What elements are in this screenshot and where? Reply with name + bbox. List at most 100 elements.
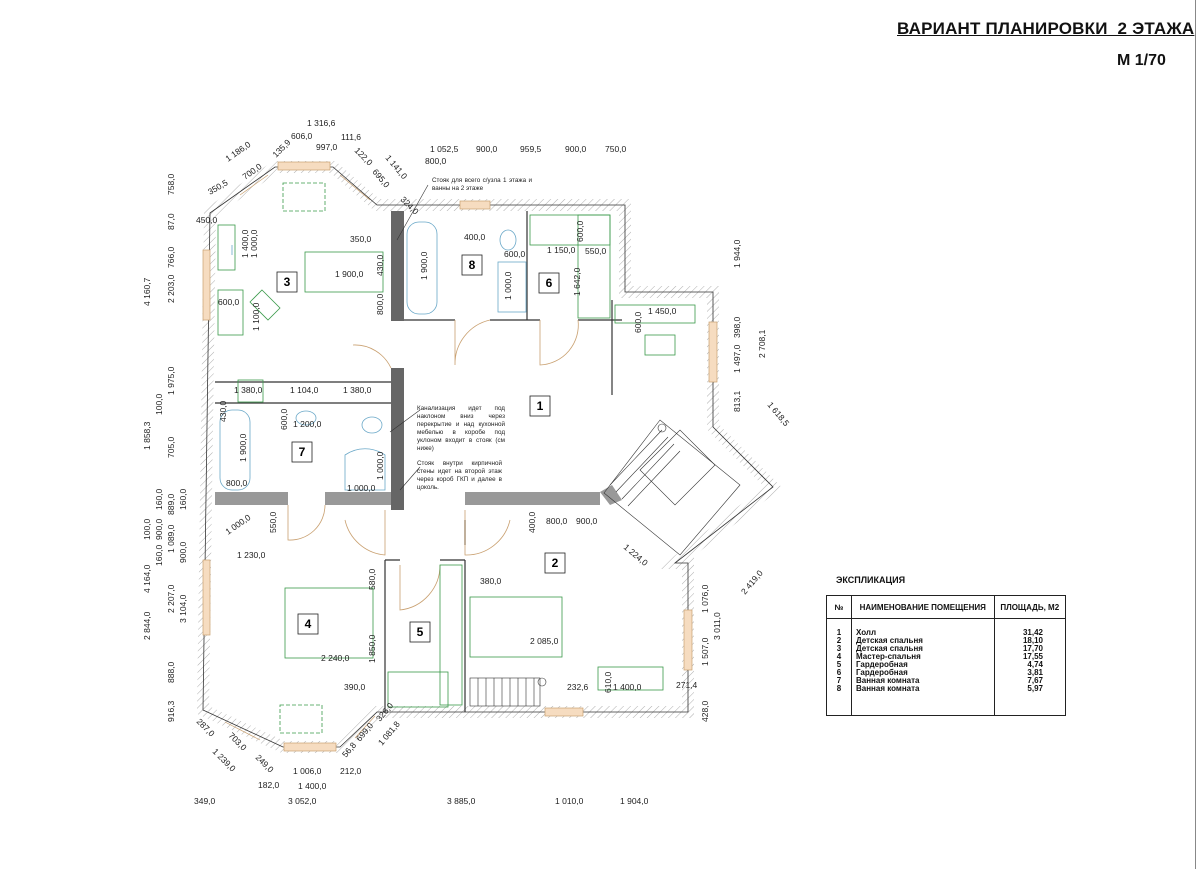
- dimension-label: 1 900,0: [238, 433, 248, 462]
- dimension-label: 398,0: [732, 316, 742, 338]
- dimension-label: 1 400,0: [240, 229, 250, 258]
- explication-num: 4: [826, 653, 852, 661]
- dimension-label: 1 010,0: [555, 796, 584, 806]
- dimension-label: 1 904,0: [620, 796, 649, 806]
- dimension-label: 350,0: [350, 234, 372, 244]
- dimension-label: 2 419,0: [739, 568, 765, 596]
- explication-num: 3: [826, 645, 852, 653]
- explication-num: 6: [826, 669, 852, 677]
- dimension-label: 3 052,0: [288, 796, 317, 806]
- dimension-label: 600,0: [575, 220, 585, 242]
- room-number-label: 1: [537, 399, 544, 413]
- dimension-label: 550,0: [585, 246, 607, 256]
- dimension-label: 428,0: [700, 700, 710, 722]
- dimension-label: 100,0: [142, 518, 152, 540]
- dimension-label: 1 858,3: [142, 421, 152, 450]
- scale-label: М 1/70: [1117, 52, 1166, 69]
- col-number: №: [826, 595, 852, 619]
- dimension-label: 800,0: [375, 293, 385, 315]
- explication-title: ЭКСПЛИКАЦИЯ: [836, 575, 906, 585]
- explication-num: 2: [826, 637, 852, 645]
- explication-area: 18,10: [1022, 636, 1043, 645]
- dimension-label: 1 450,0: [648, 306, 677, 316]
- dimension-label: 750,0: [605, 144, 627, 154]
- dimension-label: 1 380,0: [234, 385, 263, 395]
- dimension-label: 2 207,0: [166, 584, 176, 613]
- dimension-label: 400,0: [464, 232, 486, 242]
- dimension-label: 4 164,0: [142, 564, 152, 593]
- room-number-label: 5: [417, 625, 424, 639]
- dimension-label: 1 400,0: [298, 781, 327, 791]
- explication-num: 7: [826, 677, 852, 685]
- dimension-label: 2 085,0: [530, 636, 559, 646]
- room-number-6: 6: [538, 272, 560, 294]
- dimension-label: 2 203,0: [166, 274, 176, 303]
- note-sewer: Канализация идет под наклоном вниз через…: [417, 405, 505, 452]
- explication-name: Мастер-спальня: [851, 653, 995, 661]
- explication-area: 7,67: [1027, 676, 1043, 685]
- dimension-label: 900,0: [154, 518, 164, 540]
- dimension-label: 758,0: [166, 173, 176, 195]
- dimension-label: 1 975,0: [166, 366, 176, 395]
- dimension-label: 766,0: [166, 246, 176, 268]
- dimension-label: 400,0: [527, 511, 537, 533]
- dimension-label: 800,0: [546, 516, 568, 526]
- dimension-label: 380,0: [480, 576, 502, 586]
- dimension-label: 600,0: [633, 311, 643, 333]
- room-number-2: 2: [544, 552, 566, 574]
- dimension-label: 1 006,0: [293, 766, 322, 776]
- room-number-5: 5: [409, 621, 431, 643]
- dimension-label: 1 104,0: [290, 385, 319, 395]
- dimension-label: 1 089,0: [166, 524, 176, 553]
- dimension-label: 606,0: [291, 131, 313, 141]
- room-number-label: 2: [552, 556, 559, 570]
- dimension-label: 800,0: [226, 478, 248, 488]
- dimension-label: 1 224,0: [622, 542, 650, 568]
- dimension-label: 1 000,0: [375, 451, 385, 480]
- dimension-label: 1 052,5: [430, 144, 459, 154]
- room-number-label: 6: [546, 276, 553, 290]
- explication-num: 1: [826, 629, 852, 637]
- explication-name: Ванная комната: [851, 685, 995, 693]
- dimension-label: 550,0: [268, 511, 278, 533]
- dimension-label: 1 230,0: [237, 550, 266, 560]
- dimension-label: 959,5: [520, 144, 542, 154]
- dimension-label: 450,0: [196, 215, 218, 225]
- room-number-box: [461, 254, 483, 276]
- note-leaders: [389, 184, 429, 491]
- dimension-label: 1 400,0: [613, 682, 642, 692]
- explication-area: 17,70: [1022, 644, 1043, 653]
- dimension-label: 390,0: [344, 682, 366, 692]
- room-number-box: [276, 271, 298, 293]
- dimension-label: 212,0: [340, 766, 362, 776]
- dimension-label: 271,4: [676, 680, 698, 690]
- room-number-8: 8: [461, 254, 483, 276]
- room-number-7: 7: [291, 441, 313, 463]
- dimension-label: 1 081,8: [376, 719, 402, 747]
- dimension-label: 111,6: [341, 132, 361, 142]
- col-name: НАИМЕНОВАНИЕ ПОМЕЩЕНИЯ: [851, 595, 995, 619]
- explication-name: Ванная комната: [851, 677, 995, 685]
- room-number-label: 3: [284, 275, 291, 289]
- note-riser-top: Стояк для всего с/узла 1 этажа и ванны н…: [432, 177, 532, 192]
- dimension-label: 1 900,0: [419, 251, 429, 280]
- dimension-label: 1 497,0: [732, 344, 742, 373]
- room-number-box: [409, 621, 431, 643]
- room-number-box: [297, 613, 319, 635]
- dimension-label: 1 000,0: [223, 512, 252, 537]
- dimension-label: 610,0: [603, 671, 613, 693]
- explication-area: 5,97: [1027, 684, 1043, 693]
- explication-area: 31,42: [1022, 628, 1043, 637]
- sheet-frame: [1195, 0, 1196, 869]
- explication-area: 17,55: [1022, 652, 1043, 661]
- dimension-label: 122,0: [353, 145, 375, 167]
- room-number-box: [538, 272, 560, 294]
- dimension-label: 888,0: [166, 661, 176, 683]
- dimension-label: 600,0: [218, 297, 240, 307]
- explication-area: 4,74: [1027, 660, 1043, 669]
- dimension-label: 349,0: [194, 796, 216, 806]
- dimension-label: 160,0: [154, 544, 164, 566]
- dimension-label: 160,0: [154, 488, 164, 510]
